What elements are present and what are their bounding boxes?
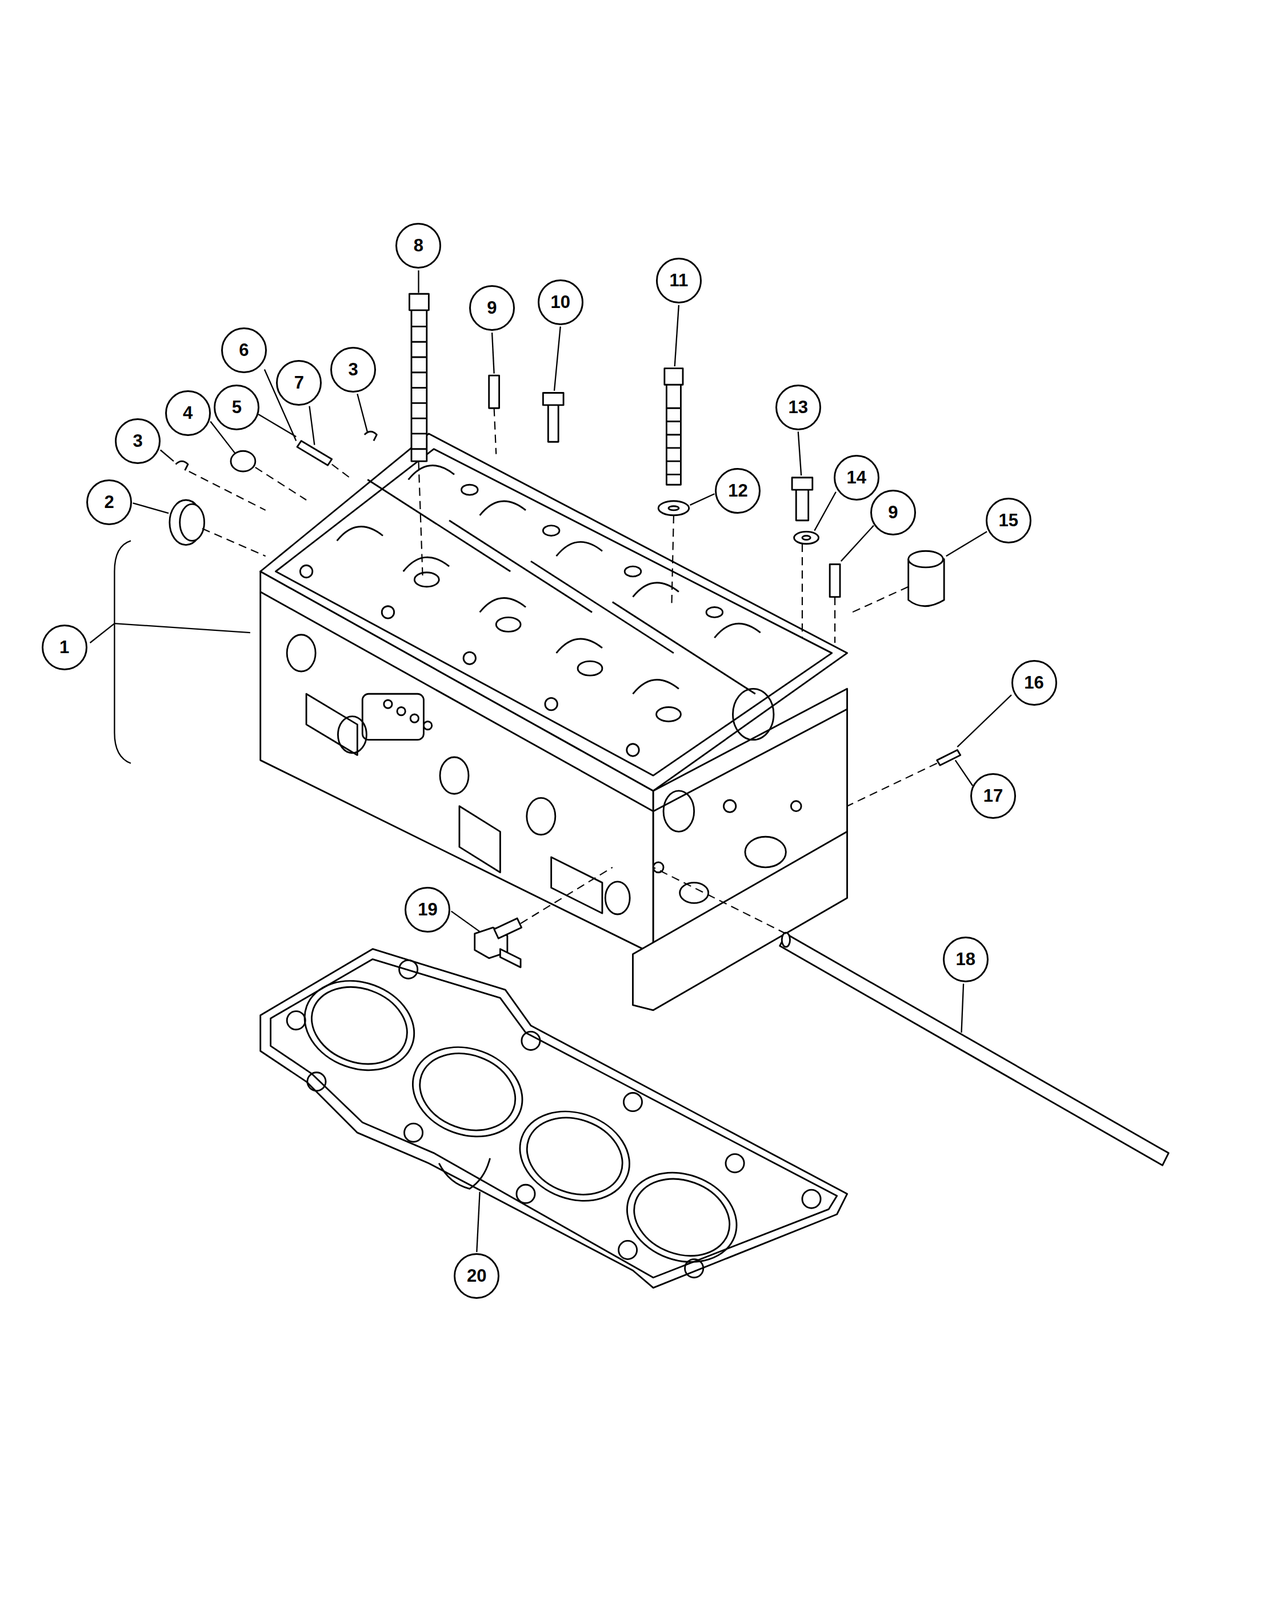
callout-number: 17: [970, 773, 1016, 819]
assembly-dashes: [189, 408, 938, 934]
callout-number: 3: [330, 346, 376, 393]
callout-number: 8: [395, 222, 442, 269]
callout-number: 5: [213, 384, 260, 431]
callout-number: 7: [276, 360, 322, 406]
callout-number: 1: [41, 624, 88, 671]
leader-lines: [90, 270, 1012, 1252]
callout-number: 10: [537, 279, 584, 326]
callout-number: 11: [656, 257, 702, 304]
callout-number: 3: [114, 418, 161, 464]
callout-number: 20: [453, 1253, 500, 1299]
callout-number: 15: [985, 497, 1032, 544]
callout-number: 13: [775, 384, 822, 431]
callout-number: 14: [833, 454, 880, 501]
callout-number: 16: [1011, 660, 1058, 706]
callout-number: 19: [404, 886, 451, 933]
head-gasket: [260, 949, 848, 1288]
callout-number: 2: [86, 479, 132, 526]
cylinder-head: [260, 433, 848, 1011]
callout-number: 6: [221, 327, 267, 374]
callout-number: 12: [714, 468, 761, 514]
callout-number: 4: [165, 390, 211, 436]
callout-number: 18: [942, 936, 989, 983]
callout-number: 9: [469, 285, 515, 331]
callout-number: 9: [870, 489, 916, 536]
